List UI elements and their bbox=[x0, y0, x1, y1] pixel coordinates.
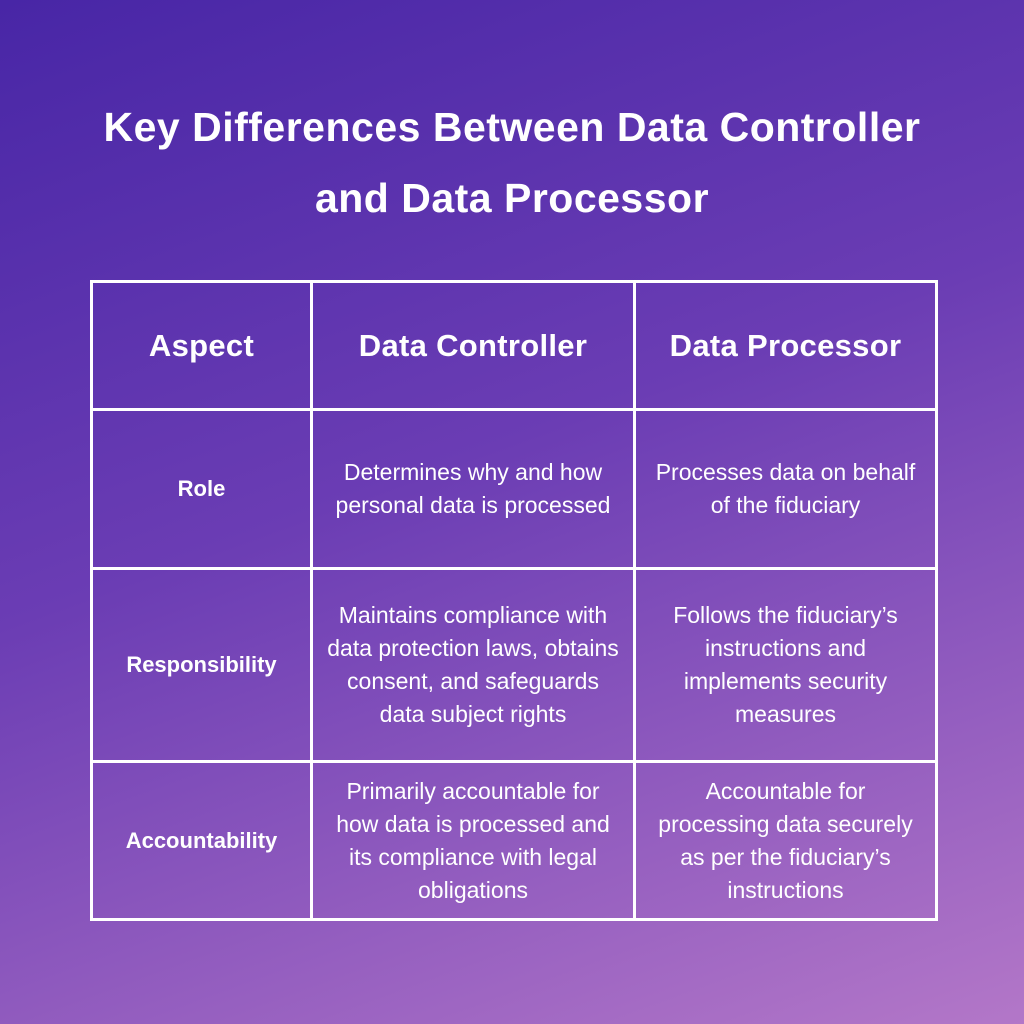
page-title-line-1: Key Differences Between Data Controller bbox=[103, 104, 921, 150]
page-title-line-2: and Data Processor bbox=[314, 175, 710, 221]
row-label-accountability: Accountability bbox=[90, 760, 313, 921]
row-label-role: Role bbox=[90, 408, 313, 570]
cell-responsibility-data-controller: Maintains compliance with data protectio… bbox=[310, 567, 636, 763]
row-label-responsibility: Responsibility bbox=[90, 567, 313, 763]
cell-role-data-processor: Processes data on behalf of the fiduciar… bbox=[633, 408, 938, 570]
table-row-responsibility: Responsibility Maintains compliance with… bbox=[90, 567, 938, 763]
cell-accountability-data-processor: Accountable for processing data securely… bbox=[633, 760, 938, 921]
cell-accountability-data-controller: Primarily accountable for how data is pr… bbox=[310, 760, 636, 921]
table-row-role: Role Determines why and how personal dat… bbox=[90, 408, 938, 570]
cell-role-data-controller: Determines why and how personal data is … bbox=[310, 408, 636, 570]
cell-responsibility-data-processor: Follows the fiduciary’s instructions and… bbox=[633, 567, 938, 763]
column-header-data-processor: Data Processor bbox=[633, 280, 938, 411]
page-title: Key Differences Between Data Controller … bbox=[0, 92, 1024, 234]
table-row-accountability: Accountability Primarily accountable for… bbox=[90, 760, 938, 921]
column-header-data-controller: Data Controller bbox=[310, 280, 636, 411]
column-header-aspect: Aspect bbox=[90, 280, 313, 411]
table-header-row: Aspect Data Controller Data Processor bbox=[90, 280, 938, 411]
comparison-table: Aspect Data Controller Data Processor Ro… bbox=[90, 280, 938, 921]
